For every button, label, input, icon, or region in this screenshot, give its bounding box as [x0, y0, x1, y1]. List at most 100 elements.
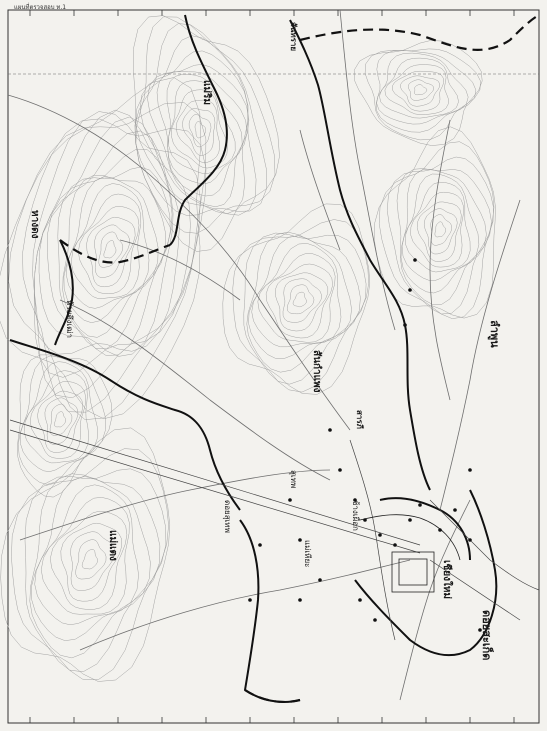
settlement-dot	[468, 538, 472, 542]
label-san-sai: สันทราย	[289, 22, 298, 52]
label-doi-suthep: ดอยสุเทพ	[223, 500, 232, 533]
label-suthep: สุเทพ	[289, 470, 298, 489]
contour	[33, 109, 191, 378]
contour	[70, 531, 115, 591]
hill-doi-suthep	[0, 77, 207, 498]
settlement-dot	[258, 543, 262, 547]
contour	[81, 549, 98, 570]
settlement-dot	[298, 598, 302, 602]
settlement-dot	[288, 498, 292, 502]
settlement-dot	[298, 538, 302, 542]
contour	[17, 355, 106, 485]
hill-southwest	[0, 427, 171, 682]
contour	[364, 48, 481, 141]
contour	[57, 166, 171, 350]
contour	[430, 214, 453, 246]
contour	[386, 156, 494, 315]
contour	[62, 174, 166, 338]
contour	[86, 216, 136, 288]
river-network	[7, 9, 521, 701]
contour	[94, 224, 130, 278]
contour	[353, 40, 483, 146]
label-lamphun: ลำพูน	[488, 320, 501, 348]
map-border-ticks	[29, 10, 515, 723]
contour	[103, 240, 117, 259]
contour	[139, 50, 249, 214]
contour	[66, 183, 150, 309]
contour	[166, 74, 243, 185]
settlement-dot	[393, 543, 397, 547]
contour	[286, 284, 315, 315]
contour	[407, 79, 435, 101]
settlement-dot	[318, 578, 322, 582]
contour	[50, 510, 128, 610]
settlement-markers	[248, 258, 482, 632]
contour	[396, 168, 492, 305]
contour	[37, 390, 84, 453]
label-chiang-mai: เชียงใหม่	[441, 560, 452, 600]
contour	[49, 403, 73, 436]
settlement-dot	[358, 598, 362, 602]
contour	[8, 102, 207, 420]
settlement-dot	[413, 258, 417, 262]
hill-northeast	[353, 40, 483, 146]
settlement-dot	[353, 498, 357, 502]
settlement-dot	[338, 468, 342, 472]
contour	[374, 126, 496, 319]
settlement-dot	[328, 428, 332, 432]
settlement-dot	[438, 528, 442, 532]
settlement-dot	[378, 533, 382, 537]
hill-right	[374, 126, 496, 319]
settlement-dot	[403, 323, 407, 327]
contour	[17, 354, 113, 498]
settlement-dot	[408, 518, 412, 522]
contour	[401, 173, 480, 281]
contour	[378, 141, 495, 319]
contour	[29, 381, 87, 459]
contour	[265, 263, 333, 339]
contour	[31, 476, 151, 641]
contour	[282, 278, 322, 323]
contour	[29, 473, 161, 659]
settlement-dot	[453, 508, 457, 512]
contour	[414, 84, 428, 96]
contour	[188, 114, 212, 148]
contour	[292, 291, 307, 308]
roads	[9, 419, 540, 641]
contour	[0, 427, 171, 682]
label-mae-taeng: แม่แตง	[107, 530, 118, 561]
contour	[44, 397, 79, 445]
label-doi-saket: ดอยสะเก็ด	[480, 610, 493, 661]
settlement-dot	[468, 468, 472, 472]
contour	[375, 50, 477, 133]
settlement-dot	[418, 503, 422, 507]
label-saraphi: สารภี	[355, 410, 364, 429]
contour	[400, 169, 487, 294]
map-neatline	[7, 9, 540, 724]
contour	[251, 243, 342, 348]
settlement-dot	[363, 518, 367, 522]
contour	[20, 361, 98, 472]
contour	[0, 77, 202, 420]
contour	[54, 411, 66, 428]
label-mae-hia: แม่เหียะ	[303, 540, 312, 568]
label-chang-phueak: ช้างเผือก	[351, 500, 360, 531]
settlement-dot	[373, 618, 377, 622]
contour	[246, 231, 361, 373]
contour	[376, 52, 469, 125]
contour	[147, 64, 250, 208]
contour	[135, 35, 257, 216]
label-huay-tung-tao: ห้วยตึงเฒ่า	[65, 300, 74, 339]
settlement-dot	[248, 598, 252, 602]
contour	[392, 70, 444, 112]
contour	[34, 484, 139, 626]
contour	[423, 208, 458, 255]
contour	[248, 235, 352, 359]
contour	[98, 231, 124, 268]
contour	[63, 176, 159, 323]
contour	[60, 522, 123, 602]
contour	[416, 201, 462, 262]
label-san-kamphaeng: สันกำแพง	[311, 350, 322, 393]
